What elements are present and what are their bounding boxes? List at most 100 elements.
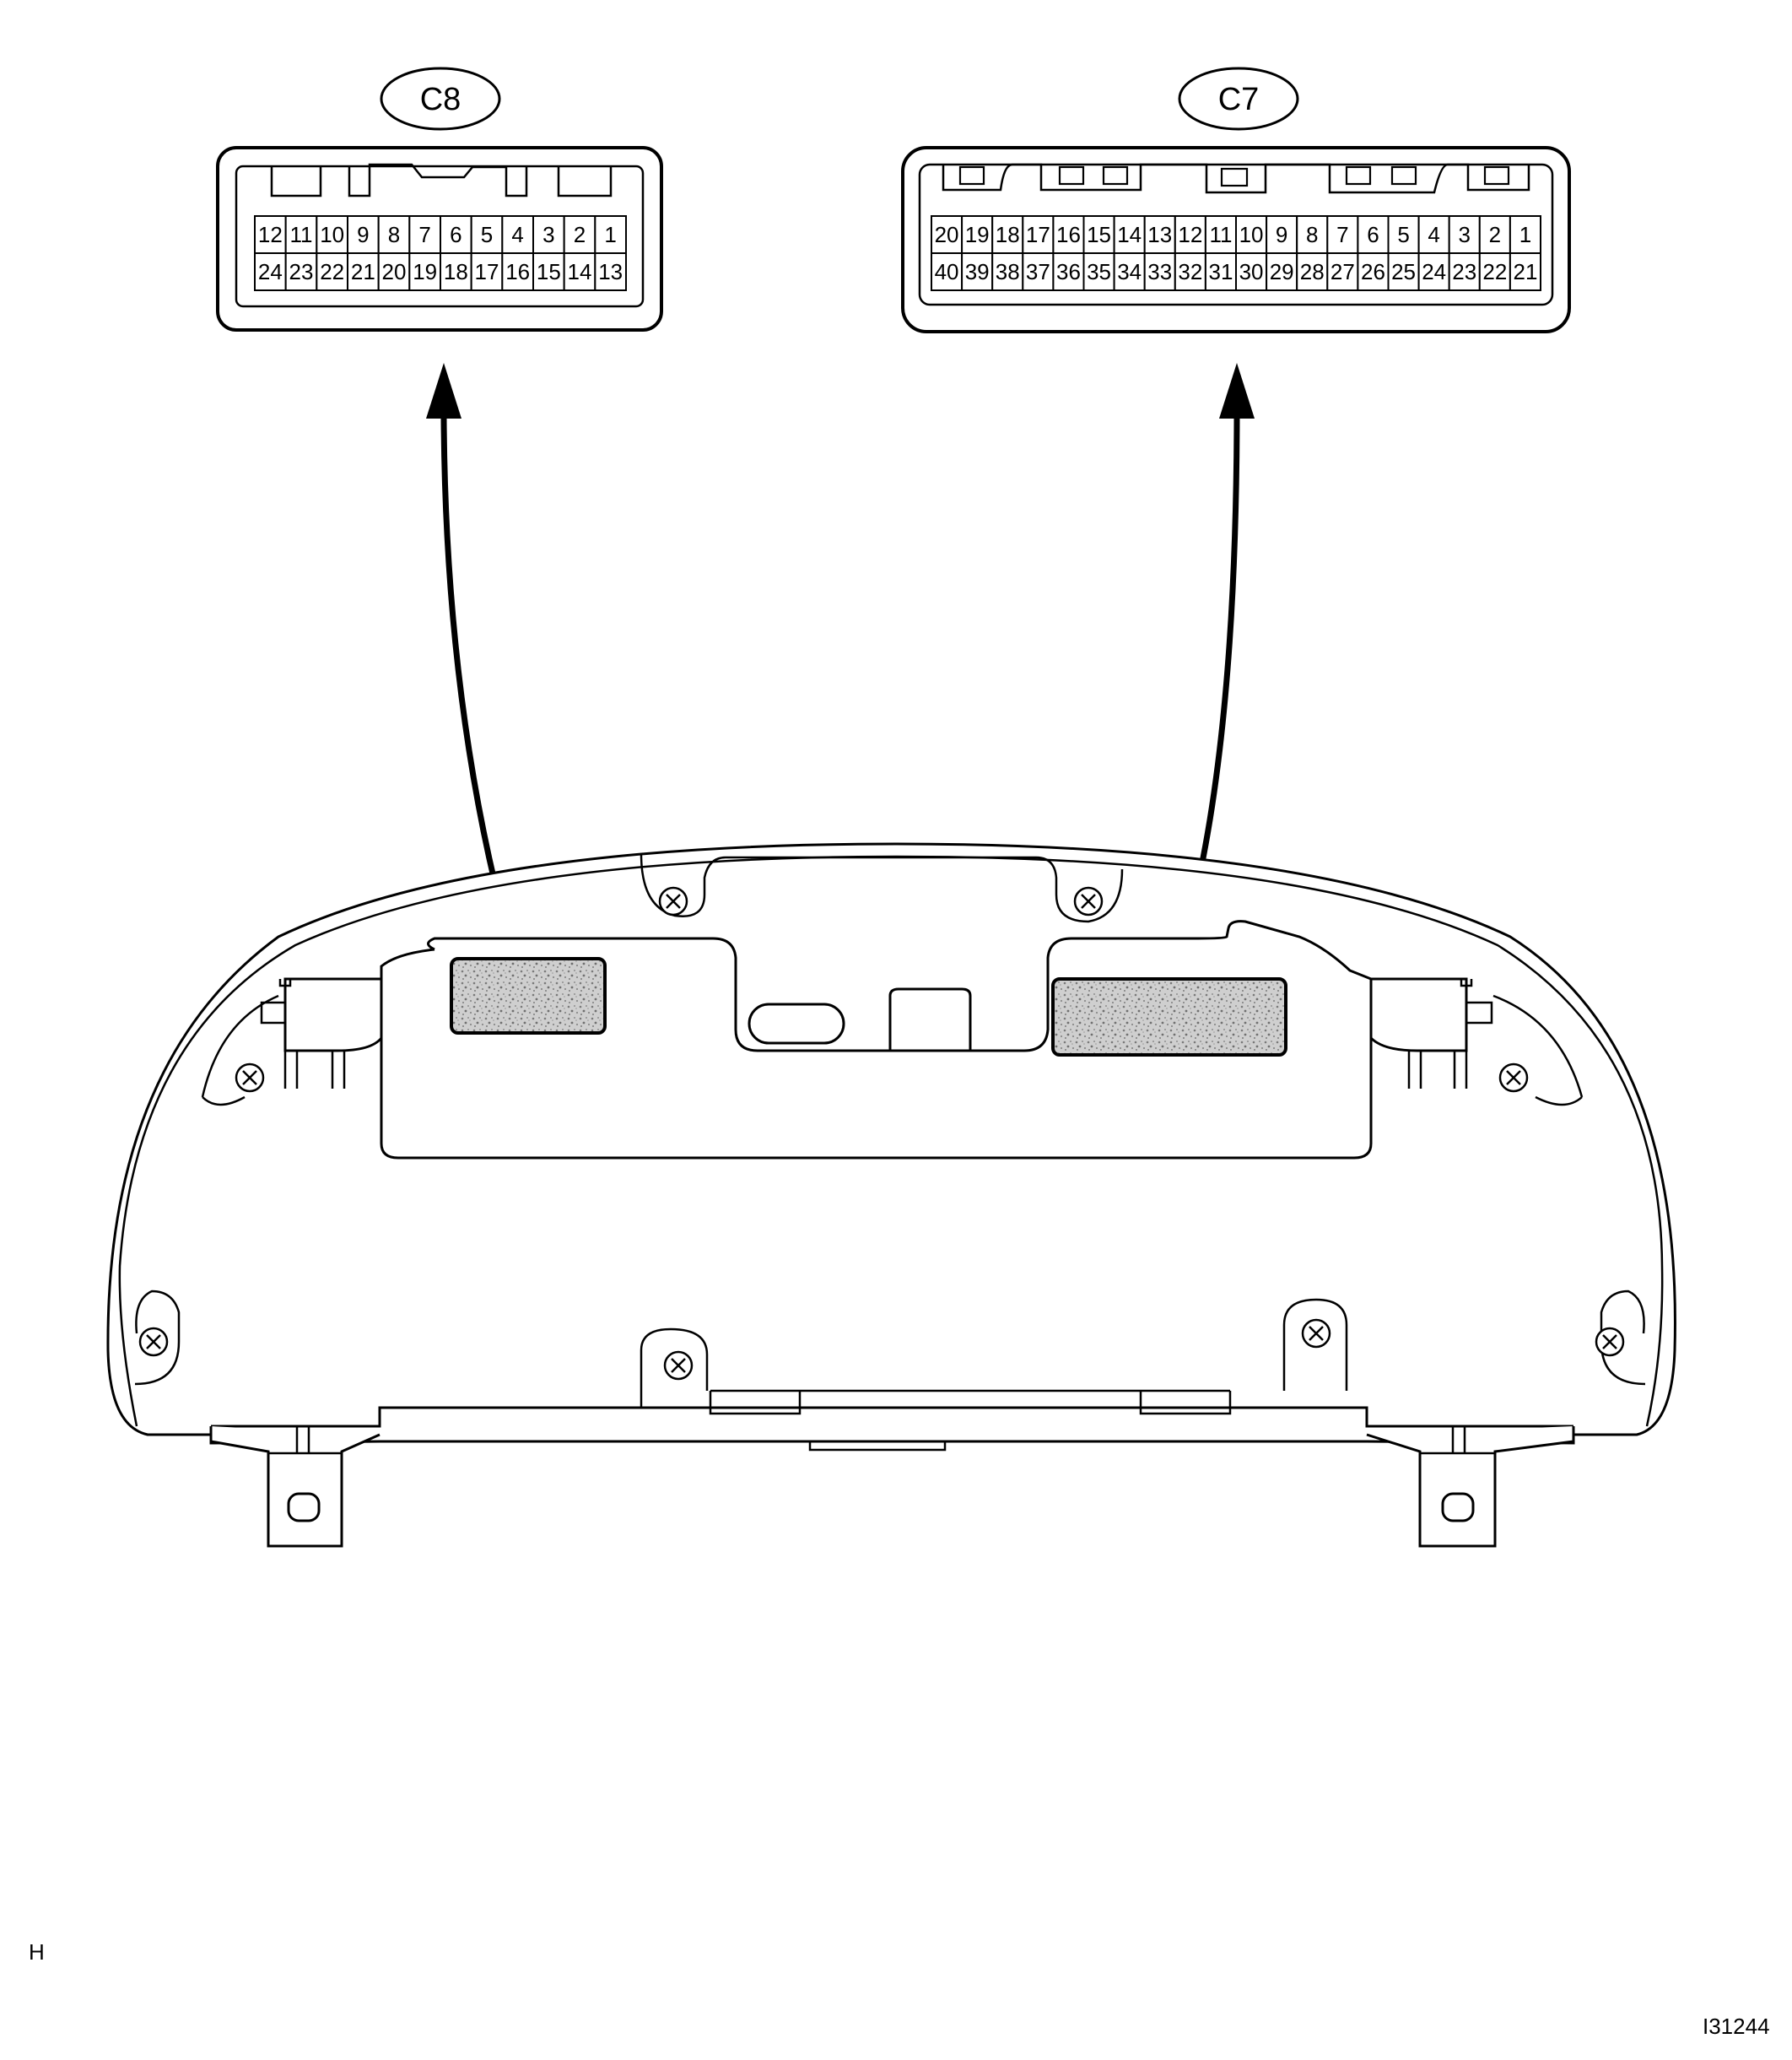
terminal-cell — [377, 215, 411, 254]
terminal-cell — [931, 252, 963, 291]
c7-terminal-number: 11 — [1209, 222, 1232, 247]
terminal-cell — [1082, 252, 1115, 291]
figure-id: I31244 — [1703, 2014, 1770, 2039]
c8-terminal-number: 6 — [450, 222, 461, 247]
c8-terminal-number: 14 — [568, 259, 592, 284]
terminal-cell — [1143, 252, 1176, 291]
connector-c8-label: C8 — [420, 82, 461, 117]
connector-c7-lock-6 — [1390, 165, 1417, 186]
c8-terminal-number: 9 — [357, 222, 369, 247]
c8-terminal-number: 2 — [574, 222, 586, 247]
screw-icon — [138, 1327, 169, 1357]
c7-terminal-number: 6 — [1367, 222, 1379, 247]
c7-terminal-number: 29 — [1270, 259, 1294, 284]
terminal-cell — [1052, 252, 1085, 291]
c8-terminal-number: 15 — [537, 259, 561, 284]
terminal-cell — [1448, 215, 1481, 254]
c7-terminal-number: 40 — [935, 259, 959, 284]
terminal-cell — [1509, 252, 1542, 291]
c7-terminal-number: 5 — [1397, 222, 1409, 247]
terminal-cell — [594, 252, 627, 291]
terminal-cell — [991, 252, 1024, 291]
c8-terminal-number: 16 — [505, 259, 530, 284]
meter-right-bracket — [1369, 977, 1468, 1052]
c7-terminal-number: 27 — [1331, 259, 1355, 284]
c7-terminal-number: 25 — [1391, 259, 1416, 284]
c7-terminal-number: 8 — [1306, 222, 1318, 247]
c8-terminal-number: 20 — [382, 259, 407, 284]
terminal-cell — [501, 215, 534, 254]
meter-mount-foot-left-hole — [287, 1492, 321, 1522]
c7-terminal-number: 10 — [1239, 222, 1264, 247]
screw-icon — [1498, 1062, 1529, 1093]
screw-icon — [235, 1062, 265, 1093]
connector-c7-inner-frame — [918, 163, 1554, 306]
terminal-cell — [440, 215, 472, 254]
arrow-to-c8 — [440, 417, 506, 916]
meter-lower-center-boss-right — [1282, 1298, 1348, 1391]
connector-c7-label: C7 — [1218, 82, 1260, 117]
c8-terminal-number: 24 — [258, 259, 283, 284]
c8-terminal-number: 4 — [511, 222, 523, 247]
meter-upper-panel-left — [380, 948, 435, 975]
c7-terminal-number: 17 — [1026, 222, 1050, 247]
meter-connector-c8-socket — [450, 957, 607, 1035]
arrowhead-c7 — [1219, 363, 1255, 419]
connector-c7-lock-1 — [958, 165, 985, 186]
connector-c7-lock-3 — [1102, 165, 1129, 186]
connector-c7-lock-5 — [1345, 165, 1372, 186]
terminal-cell — [961, 215, 994, 254]
terminal-cell — [563, 215, 596, 254]
c7-terminal-number: 9 — [1276, 222, 1287, 247]
connector-c7-lock-2 — [1058, 165, 1085, 186]
c8-terminal-number: 22 — [320, 259, 344, 284]
terminal-cell — [563, 252, 596, 291]
c8-terminal-number: 5 — [481, 222, 493, 247]
c8-terminal-number: 11 — [290, 222, 313, 247]
c7-terminal-number: 13 — [1147, 222, 1172, 247]
c8-terminal-number: 13 — [598, 259, 623, 284]
c7-terminal-number: 2 — [1489, 222, 1501, 247]
meter-lower-recess-right — [1139, 1391, 1232, 1415]
c7-terminal-number: 37 — [1026, 259, 1050, 284]
c7-terminal-number: 7 — [1336, 222, 1348, 247]
meter-connector-c7-socket — [1051, 977, 1287, 1057]
c7-terminal-number: 23 — [1452, 259, 1476, 284]
c7-terminal-number: 16 — [1056, 222, 1081, 247]
meter-center-panel — [380, 975, 1373, 1160]
c8-terminal-number: 1 — [604, 222, 616, 247]
c8-terminal-number: 3 — [542, 222, 554, 247]
c8-terminal-number: 19 — [413, 259, 437, 284]
connector-c8-key-profile — [270, 163, 613, 197]
terminal-cell — [1235, 215, 1268, 254]
c8-terminal-number: 10 — [320, 222, 344, 247]
terminal-cell — [532, 252, 565, 291]
terminal-cell — [254, 252, 287, 291]
meter-right-bracket-detail — [1407, 979, 1493, 1089]
c7-terminal-number: 20 — [935, 222, 959, 247]
terminal-cell — [347, 252, 380, 291]
connector-c7-lock-7 — [1483, 165, 1510, 186]
c7-terminal-number: 24 — [1422, 259, 1446, 284]
meter-mount-foot-left-detail — [268, 1426, 342, 1455]
c8-terminal-number: 17 — [475, 259, 499, 284]
connector-c8-tag — [380, 67, 501, 131]
c7-terminal-number: 39 — [965, 259, 990, 284]
terminal-cell — [377, 252, 411, 291]
meter-right-ear — [1492, 994, 1584, 1106]
meter-lower-right-boss — [1600, 1290, 1646, 1386]
c7-terminal-number: 33 — [1147, 259, 1172, 284]
meter-lower-recess-left — [709, 1391, 802, 1415]
screw-icon — [658, 886, 688, 916]
c7-terminal-number: 21 — [1513, 259, 1537, 284]
terminal-cell — [1204, 252, 1238, 291]
arrowhead-c8 — [426, 363, 461, 419]
c7-terminal-number: 28 — [1300, 259, 1325, 284]
terminal-cell — [347, 215, 380, 254]
figure-code-left: H — [29, 1939, 45, 1965]
meter-mount-foot-right-hole — [1441, 1492, 1475, 1522]
